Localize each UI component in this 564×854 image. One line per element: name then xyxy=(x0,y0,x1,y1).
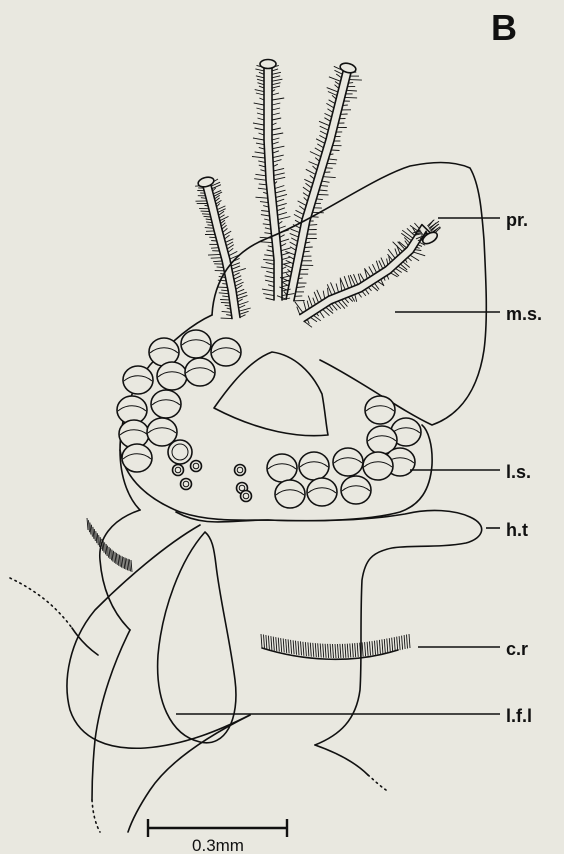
sucker xyxy=(341,476,371,504)
mouth-stalks xyxy=(195,60,441,328)
label-cr: c.r xyxy=(506,639,528,659)
sucker xyxy=(365,396,395,424)
suckers xyxy=(117,330,421,508)
sucker xyxy=(157,362,187,390)
ciliated-ring-left xyxy=(87,518,132,572)
scale-bar-label: 0.3mm xyxy=(192,836,244,854)
label-ms: m.s. xyxy=(506,304,542,324)
panel-letter: B xyxy=(491,7,517,48)
small-sucker xyxy=(181,479,192,490)
sucker xyxy=(151,390,181,418)
label-pr: pr. xyxy=(506,210,528,230)
label-ls: l.s. xyxy=(506,462,531,482)
mouth-stalk-4 xyxy=(295,220,441,328)
proboscis-outline xyxy=(212,163,486,426)
tail-dotted-left xyxy=(92,800,100,832)
sucker xyxy=(123,366,153,394)
sucker xyxy=(307,478,337,506)
sucker xyxy=(299,452,329,480)
sucker xyxy=(185,358,215,386)
sucker xyxy=(211,338,241,366)
small-sucker xyxy=(235,465,246,476)
mouth-stalk-3 xyxy=(277,62,362,301)
sucker xyxy=(122,444,152,472)
small-sucker xyxy=(173,465,184,476)
sucker xyxy=(363,452,393,480)
scale-bar: 0.3mm xyxy=(148,819,287,854)
sucker xyxy=(333,448,363,476)
label-lfl: l.f.l xyxy=(506,706,532,726)
lateral-fin-lobe xyxy=(158,532,236,743)
tail-dotted-right xyxy=(368,775,386,790)
small-sucker xyxy=(241,491,252,502)
mouth-stalk-1 xyxy=(195,176,251,319)
tail-line-center xyxy=(128,715,250,832)
body-left-outline xyxy=(100,510,140,630)
sucker xyxy=(275,480,305,508)
sucker xyxy=(267,454,297,482)
upper-left-dotted xyxy=(10,578,72,628)
small-sucker xyxy=(191,461,202,472)
hood-outline xyxy=(176,510,482,745)
label-ht: h.t xyxy=(506,520,528,540)
body-right-lower xyxy=(315,745,368,775)
sucker xyxy=(181,330,211,358)
mouth-stalk-2 xyxy=(252,60,294,301)
sucker-ring xyxy=(168,440,192,464)
